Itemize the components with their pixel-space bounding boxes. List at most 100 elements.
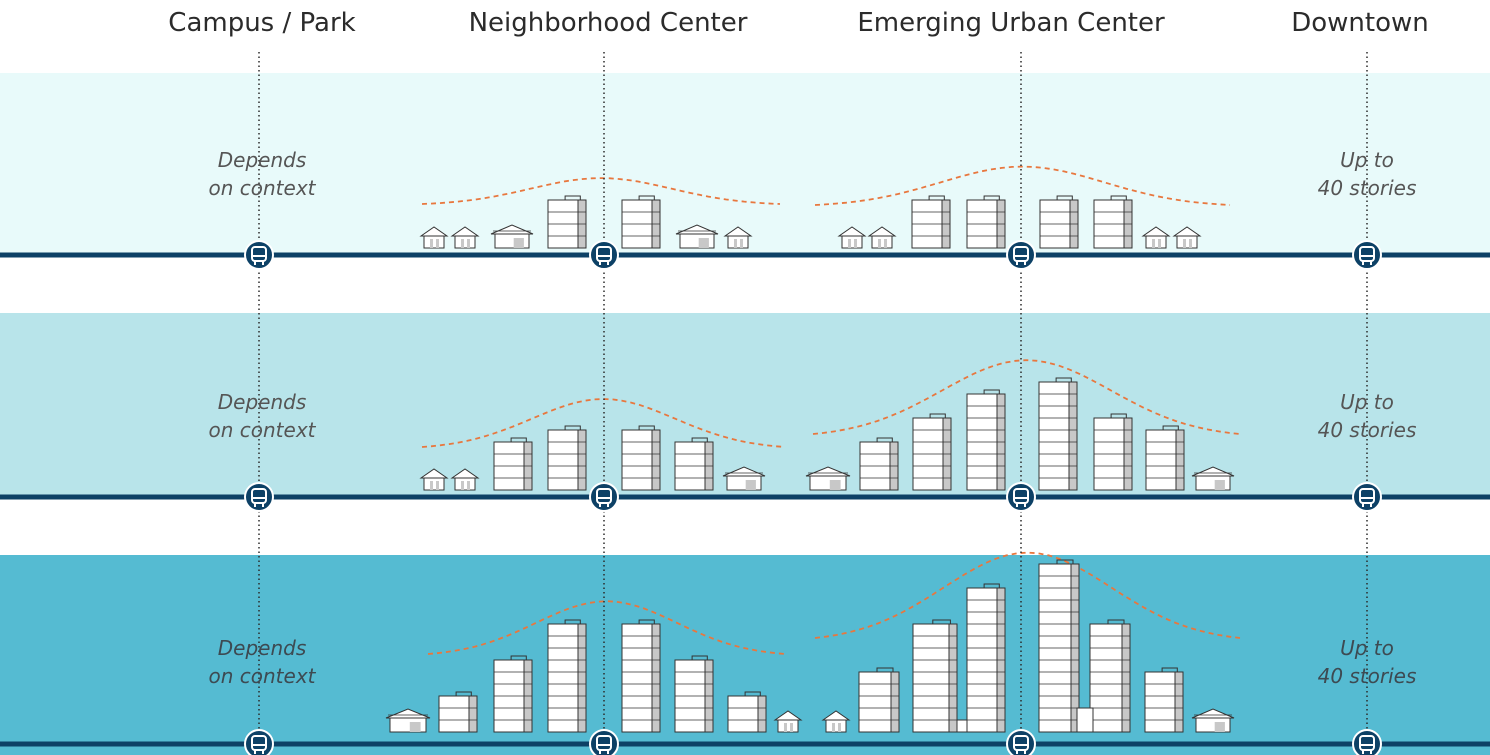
building xyxy=(912,413,952,491)
bus-icon xyxy=(1006,482,1036,512)
podium xyxy=(956,719,968,733)
bus-icon-body xyxy=(1359,246,1375,262)
house-roof xyxy=(1191,466,1235,477)
house-door xyxy=(854,239,857,248)
building-rooftop xyxy=(928,195,945,200)
building-side xyxy=(468,695,478,733)
bus-icon xyxy=(1006,729,1036,755)
height-curve-band2-urban xyxy=(812,359,1241,435)
building-rooftop xyxy=(564,425,581,430)
building-rooftop xyxy=(638,619,655,624)
building xyxy=(912,619,958,733)
building-rooftop xyxy=(929,413,946,418)
building-rooftop xyxy=(691,437,708,442)
building-rooftop xyxy=(876,437,893,442)
band1-campus-label-line1: Depends xyxy=(217,148,307,172)
building-rooftop xyxy=(564,619,581,624)
house-door xyxy=(1189,239,1192,248)
house-door xyxy=(838,723,841,732)
transit-lines-layer xyxy=(0,252,1490,747)
bus-icon xyxy=(589,482,619,512)
bus-icon-circle xyxy=(244,729,274,755)
building-rooftop xyxy=(1055,377,1072,382)
house-wall xyxy=(1195,717,1231,733)
house-door xyxy=(513,238,524,248)
house xyxy=(867,226,897,249)
house-roof xyxy=(1172,226,1202,237)
transit-stops-layer xyxy=(244,240,1382,755)
bus-icon-circle xyxy=(1352,729,1382,755)
band3-downtown-label: Up to 40 stories xyxy=(1318,634,1417,690)
house-door xyxy=(1183,239,1186,248)
building xyxy=(1039,195,1079,249)
podium xyxy=(1076,707,1094,733)
house-door xyxy=(461,239,464,248)
band2-downtown-label: Up to 40 stories xyxy=(1318,388,1417,444)
building xyxy=(1093,195,1133,249)
column-title-neighborhood: Neighborhood Center xyxy=(468,8,748,38)
building-side xyxy=(1121,623,1131,733)
bus-icon-body xyxy=(1359,488,1375,504)
building xyxy=(1038,559,1080,733)
house-door xyxy=(878,239,881,248)
band2-campus-label-line2: on context xyxy=(208,418,316,442)
height-curves-layer xyxy=(421,165,1241,655)
bus-icon xyxy=(1352,729,1382,755)
column-title-downtown: Downtown xyxy=(1291,8,1429,38)
house-roof xyxy=(1191,708,1235,719)
house-wall xyxy=(871,235,893,249)
transit-line-3 xyxy=(0,741,1490,747)
house-door xyxy=(430,481,433,490)
building-side xyxy=(948,623,958,733)
building xyxy=(966,389,1006,491)
building-rooftop xyxy=(638,195,655,200)
house-door xyxy=(832,723,835,732)
building xyxy=(547,619,587,733)
building-side xyxy=(577,429,587,491)
building xyxy=(438,691,478,733)
height-curve-band1-neighborhood xyxy=(421,177,781,205)
house-wall xyxy=(1195,475,1231,491)
building xyxy=(621,619,661,733)
house-door xyxy=(1214,722,1225,732)
building-side xyxy=(1174,671,1184,733)
house-roof xyxy=(805,466,851,477)
bus-icon-body xyxy=(251,488,267,504)
column-title-emerging-urban: Emerging Urban Center xyxy=(857,8,1165,38)
house-roof xyxy=(773,710,803,721)
building-rooftop xyxy=(1110,195,1127,200)
bus-icon-circle xyxy=(589,729,619,755)
building xyxy=(858,667,900,733)
house-door xyxy=(436,239,439,248)
house-door xyxy=(698,238,709,248)
house-wall xyxy=(454,235,476,249)
band3-downtown-label-line1: Up to xyxy=(1340,636,1394,660)
house xyxy=(837,226,867,249)
bus-icon-circle xyxy=(1006,729,1036,755)
house-door xyxy=(745,480,756,490)
building-rooftop xyxy=(1056,559,1074,564)
wide-house xyxy=(722,466,766,491)
band-1-background xyxy=(0,73,1490,255)
bus-icon xyxy=(1352,482,1382,512)
house-roof xyxy=(837,226,867,237)
building-rooftop xyxy=(983,195,1000,200)
house-wall xyxy=(1176,235,1198,249)
house-door xyxy=(467,239,470,248)
building-side xyxy=(651,429,661,491)
house xyxy=(419,468,449,491)
house-door xyxy=(409,722,421,732)
house-wall xyxy=(825,719,847,733)
buildings-layer xyxy=(385,195,1235,733)
bus-icon xyxy=(589,240,619,270)
house-door xyxy=(1158,239,1161,248)
house-wall xyxy=(389,717,427,733)
house-wall xyxy=(454,477,476,491)
bus-icon-body xyxy=(596,488,612,504)
bus-icon xyxy=(1352,240,1382,270)
wide-house xyxy=(675,224,719,249)
building xyxy=(1145,425,1185,491)
transit-line-1 xyxy=(0,252,1490,258)
wide-house xyxy=(1191,466,1235,491)
wide-house xyxy=(1191,708,1235,733)
